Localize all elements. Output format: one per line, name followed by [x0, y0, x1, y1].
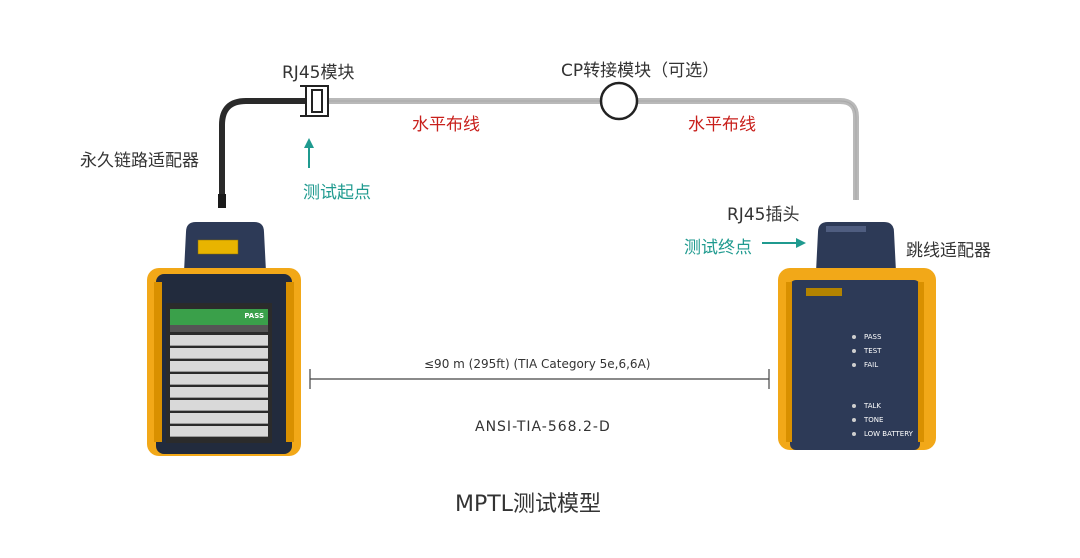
screen-row [170, 387, 268, 398]
screen-row [170, 400, 268, 411]
led-tone: TONE [852, 416, 883, 424]
led-label: TONE [864, 416, 884, 424]
screen-row [170, 335, 268, 346]
test-start-arrow [304, 138, 314, 168]
screen-row [170, 361, 268, 372]
diagram-title: MPTL测试模型 [455, 492, 601, 517]
distance-dimension-line [309, 369, 770, 389]
led-icon [852, 363, 856, 367]
screen-tabs [170, 325, 268, 332]
led-icon [852, 432, 856, 436]
led-icon [852, 335, 856, 339]
rj45-module-label: RJ45模块 [282, 63, 355, 83]
test-start-label: 测试起点 [303, 183, 371, 203]
standard-label: ANSI-TIA-568.2-D [475, 419, 611, 435]
test-end-label: 测试终点 [684, 238, 752, 258]
distance-label: ≤90 m (295ft) (TIA Category 5e,6,6A) [424, 357, 651, 371]
screen-row [170, 413, 268, 424]
led-label: TALK [864, 402, 882, 410]
tester-screen: PASS [166, 303, 272, 443]
led-test: TEST [852, 347, 881, 355]
led-label: TEST [864, 347, 882, 355]
patch-cord-adapter-label: 跳线适配器 [906, 241, 991, 261]
screen-row [170, 348, 268, 359]
led-low-battery: LOW BATTERY [852, 430, 913, 438]
screen-status-bar: PASS [170, 309, 268, 325]
horizontal-cable-label-2: 水平布线 [688, 115, 756, 135]
screen-status: PASS [244, 312, 264, 320]
led-pass: PASS [852, 333, 881, 341]
horizontal-cable [326, 98, 859, 200]
screen-row [170, 374, 268, 385]
screen-row [170, 426, 268, 437]
horizontal-cable-label-1: 水平布线 [412, 115, 480, 135]
led-label: LOW BATTERY [864, 430, 913, 438]
led-icon [852, 404, 856, 408]
cp-module-shape [599, 81, 639, 121]
led-talk: TALK [852, 402, 881, 410]
led-icon [852, 349, 856, 353]
rj45-plug-label: RJ45插头 [727, 205, 800, 225]
led-label: PASS [864, 333, 882, 341]
adapter-cable [219, 98, 310, 200]
led-fail: FAIL [852, 361, 878, 369]
led-label: FAIL [864, 361, 879, 369]
cp-module-label: CP转接模块（可选） [561, 61, 720, 81]
rj45-module-shape [300, 85, 329, 117]
permanent-link-adapter-label: 永久链路适配器 [80, 151, 199, 171]
led-icon [852, 418, 856, 422]
test-end-arrow [762, 238, 806, 248]
